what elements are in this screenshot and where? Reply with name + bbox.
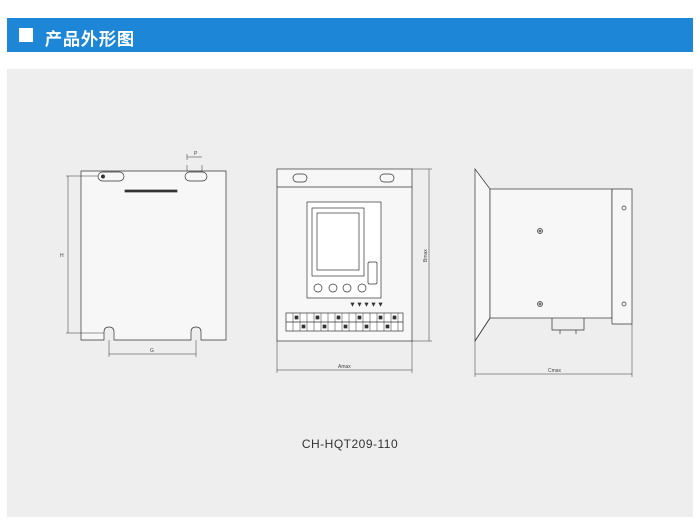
square-icon	[19, 28, 33, 42]
section-title: 产品外形图	[45, 30, 135, 50]
front-view	[276, 168, 432, 373]
dim-g-label: G	[150, 348, 154, 354]
model-label: CH-HQT209-110	[301, 437, 399, 451]
dim-amax-label: Amax	[338, 364, 351, 370]
dim-cmax-label: Cmax	[548, 368, 562, 374]
dim-h-label: H	[60, 253, 64, 259]
side-view	[474, 167, 633, 377]
dim-bmax-label: Bmax	[423, 249, 429, 262]
section-header: 产品外形图	[7, 18, 693, 52]
dim-p-label: P	[194, 151, 198, 157]
back-view	[66, 154, 227, 357]
